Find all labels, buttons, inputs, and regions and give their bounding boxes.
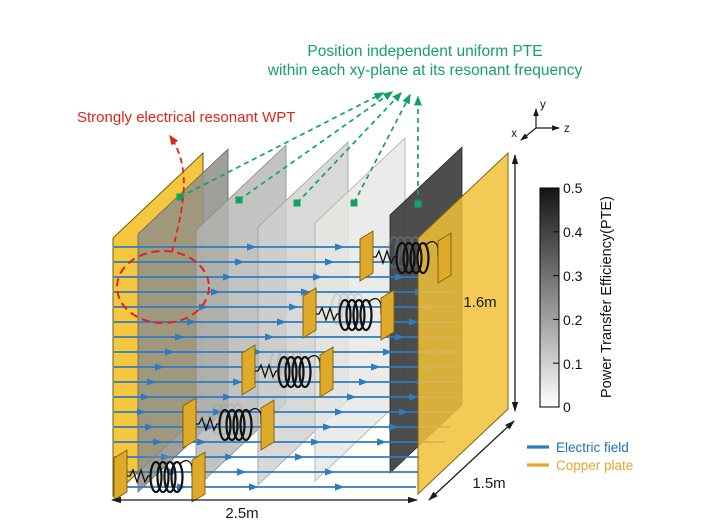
measurement-point-marker xyxy=(293,199,301,207)
colorbar-gradient xyxy=(539,187,560,408)
resonant-region-ellipse xyxy=(116,250,210,324)
legend-item-electric-field: Electric field xyxy=(527,440,629,455)
legend: Electric field Copper plate xyxy=(527,440,633,473)
rx-copper-plate xyxy=(417,151,509,496)
colorbar-tick-label: 0.2 xyxy=(563,312,583,328)
measurement-point-marker xyxy=(176,193,184,201)
electric-field-label: Electric field xyxy=(556,440,629,455)
copper-plate-label: Copper plate xyxy=(556,458,633,473)
colorbar-tick-label: 0.3 xyxy=(563,268,583,284)
pte-annotation-line2: within each xy-plane at its resonant fre… xyxy=(267,62,583,79)
height-label: 1.6m xyxy=(463,294,496,311)
depth-label: 1.5m xyxy=(472,475,505,492)
measurement-point-marker xyxy=(350,199,358,207)
green-dashed-arrow xyxy=(353,93,411,204)
uniform-pte-pointers xyxy=(176,91,422,208)
dimension-depth: 1.5m xyxy=(428,420,515,501)
colorbar-tick-label: 0.1 xyxy=(563,356,583,372)
green-dashed-arrow xyxy=(238,91,394,201)
dimension-height: 1.6m xyxy=(463,154,519,412)
colorbar-title: Power Transfer Efficiency(PTE) xyxy=(599,196,615,398)
colorbar-tick-label: 0.5 xyxy=(563,180,583,196)
width-label: 2.5m xyxy=(225,505,258,522)
colorbar-tick-label: 0.4 xyxy=(563,224,583,240)
dimension-arrow-depth xyxy=(428,420,515,501)
legend-item-copper-plate: Copper plate xyxy=(527,458,633,473)
green-dashed-arrow xyxy=(296,91,403,204)
x-axis-label: x xyxy=(511,128,517,140)
axes-triad: y z x xyxy=(511,99,570,141)
colorbar-ticks xyxy=(553,231,559,364)
colorbar: 0.5 0.4 0.3 0.2 0.1 0 Power Transfer Eff… xyxy=(539,180,615,415)
measurement-point-marker xyxy=(414,200,422,208)
z-axis-label: z xyxy=(564,123,570,135)
wpt-callout xyxy=(116,134,210,324)
pte-annotation-line1: Position independent uniform PTE xyxy=(307,43,542,60)
wpt-annotation: Strongly electrical resonant WPT xyxy=(77,109,295,126)
red-dashed-arrow xyxy=(169,134,185,253)
x-axis-arrow xyxy=(520,127,537,141)
green-dashed-arrow xyxy=(179,92,385,198)
measurement-point-marker xyxy=(235,196,243,204)
colorbar-tick-label: 0 xyxy=(563,399,571,415)
dimension-width: 2.5m xyxy=(111,496,418,522)
y-axis-label: y xyxy=(540,99,546,111)
